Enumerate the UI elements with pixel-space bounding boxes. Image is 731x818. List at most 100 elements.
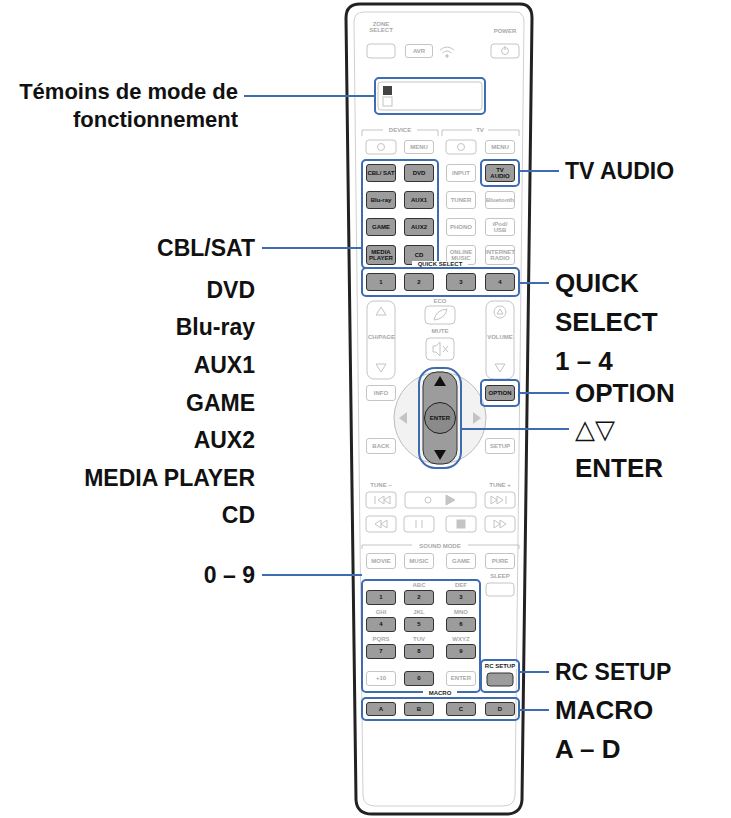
- display-window-shape: [383, 86, 392, 95]
- panel-label: SLEEP: [485, 573, 515, 579]
- remote-button: 4: [366, 617, 396, 632]
- remote-button: A: [366, 702, 396, 716]
- remote-button: +10: [366, 671, 396, 686]
- remote-button: TV AUDIO: [485, 164, 515, 182]
- remote-button: D: [485, 702, 515, 716]
- power-buttons-shape: [446, 140, 476, 154]
- transport-buttons-shape: [446, 495, 455, 505]
- remote-button: AUX2: [404, 218, 434, 236]
- sleep-rcsetup-buttons-shape: [486, 583, 514, 596]
- remote-button: Blu-ray: [366, 191, 396, 209]
- remote-button: Bluetooth: [485, 191, 515, 209]
- direction-pad-shape: [473, 412, 481, 424]
- remote-body-shape: [354, 12, 524, 806]
- display-window-shape: [378, 82, 482, 110]
- callout-label: CBL/SAT: [0, 231, 255, 265]
- sleep-rcsetup-buttons: [486, 583, 514, 686]
- panel-label: MACRO: [423, 690, 457, 696]
- eco-mute-buttons-shape: [443, 346, 448, 352]
- rocker-buttons-shape: [495, 364, 505, 372]
- remote-button: 9: [446, 644, 476, 659]
- direction-pad: [394, 372, 486, 464]
- panel-label: CH/PAGE: [368, 334, 394, 340]
- panel-label: TUNE –: [364, 482, 398, 488]
- remote-button: SETUP: [485, 438, 515, 454]
- rocker-buttons-shape: [486, 301, 514, 379]
- display-window-shape: [383, 97, 392, 106]
- power-buttons-shape: [378, 144, 385, 151]
- highlight-frames-shape: [481, 160, 519, 186]
- top-buttons-shape: [440, 47, 454, 53]
- leader-lines-shape: [519, 671, 549, 673]
- eco-mute-buttons-shape: [434, 309, 447, 320]
- callout-label: DVD: [0, 273, 255, 307]
- leader-lines-shape: [519, 392, 569, 394]
- highlight-frames-shape: [362, 698, 519, 720]
- transport-buttons: [366, 492, 515, 532]
- remote-button: GAME: [446, 553, 476, 569]
- rocker-buttons-shape: [367, 301, 395, 379]
- callout-label: 0 – 9: [0, 558, 255, 592]
- highlight-frames-shape: [362, 160, 438, 268]
- leader-lines: [244, 96, 569, 710]
- remote-button: INPUT: [446, 164, 476, 182]
- transport-buttons-shape: [366, 516, 396, 532]
- remote-button: DVD: [404, 164, 434, 182]
- panel-label: POWER: [488, 28, 522, 34]
- highlight-frames-shape: [481, 380, 519, 406]
- panel-label: QUICK SELECT: [412, 261, 468, 267]
- remote-button: 5: [404, 617, 434, 632]
- remote-button: MENU: [485, 140, 515, 154]
- highlight-frames-shape: [419, 368, 461, 468]
- leader-lines-shape: [519, 282, 549, 284]
- transport-buttons-shape: [446, 516, 476, 532]
- remote-button: AUX1: [404, 191, 434, 209]
- callout-label: AUX1: [0, 348, 255, 382]
- highlight-frames-shape: [481, 660, 519, 692]
- remote-button: 7: [366, 644, 396, 659]
- transport-buttons-shape: [491, 496, 506, 504]
- remote-button: 6: [446, 617, 476, 632]
- callout-label: OPTION: [575, 376, 725, 410]
- remote-button: 2: [404, 590, 434, 605]
- group-brackets: [362, 130, 519, 549]
- callout-label: MACRO A – D: [555, 691, 673, 769]
- remote-button: MOVIE: [366, 553, 396, 569]
- callout-label: QUICK SELECT 1 – 4: [555, 264, 673, 381]
- panel-label: MNO: [449, 609, 473, 615]
- panel-label: DEF: [449, 582, 473, 588]
- remote-button: AVR: [405, 44, 433, 58]
- remote-button: MENU: [404, 140, 434, 154]
- direction-pad-shape: [423, 372, 457, 464]
- highlight-frames: [362, 78, 519, 720]
- remote-button: B: [404, 702, 434, 716]
- rocker-buttons-shape: [376, 364, 386, 372]
- panel-label: WXYZ: [448, 636, 474, 642]
- rocker-buttons-shape: [497, 309, 503, 314]
- transport-buttons-shape: [485, 492, 515, 508]
- top-buttons-shape: [367, 44, 395, 58]
- remote-button: 1: [366, 273, 396, 291]
- direction-pad-shape: [399, 412, 407, 424]
- remote-button: C: [446, 702, 476, 716]
- remote-body: [346, 4, 532, 814]
- power-buttons-shape: [458, 144, 465, 151]
- transport-buttons-shape: [366, 492, 396, 508]
- remote-button: INFO: [366, 385, 396, 401]
- remote-button: MEDIA PLAYER: [366, 245, 396, 265]
- enter-button: ENTER: [424, 402, 456, 434]
- transport-buttons-shape: [375, 496, 390, 504]
- remote-button: 4: [485, 273, 515, 291]
- transport-buttons-shape: [425, 497, 431, 503]
- leader-lines-shape: [262, 574, 362, 576]
- eco-mute-buttons-shape: [426, 338, 454, 360]
- highlight-frames-shape: [362, 580, 480, 692]
- power-buttons: [366, 140, 476, 154]
- remote-button: 1: [366, 590, 396, 605]
- leader-lines-shape: [244, 95, 375, 97]
- callout-label: Blu-ray: [0, 310, 255, 344]
- panel-label: DEVICE: [383, 127, 417, 133]
- sleep-rcsetup-buttons-shape: [487, 673, 513, 686]
- callout-label: △▽ ENTER: [575, 410, 693, 488]
